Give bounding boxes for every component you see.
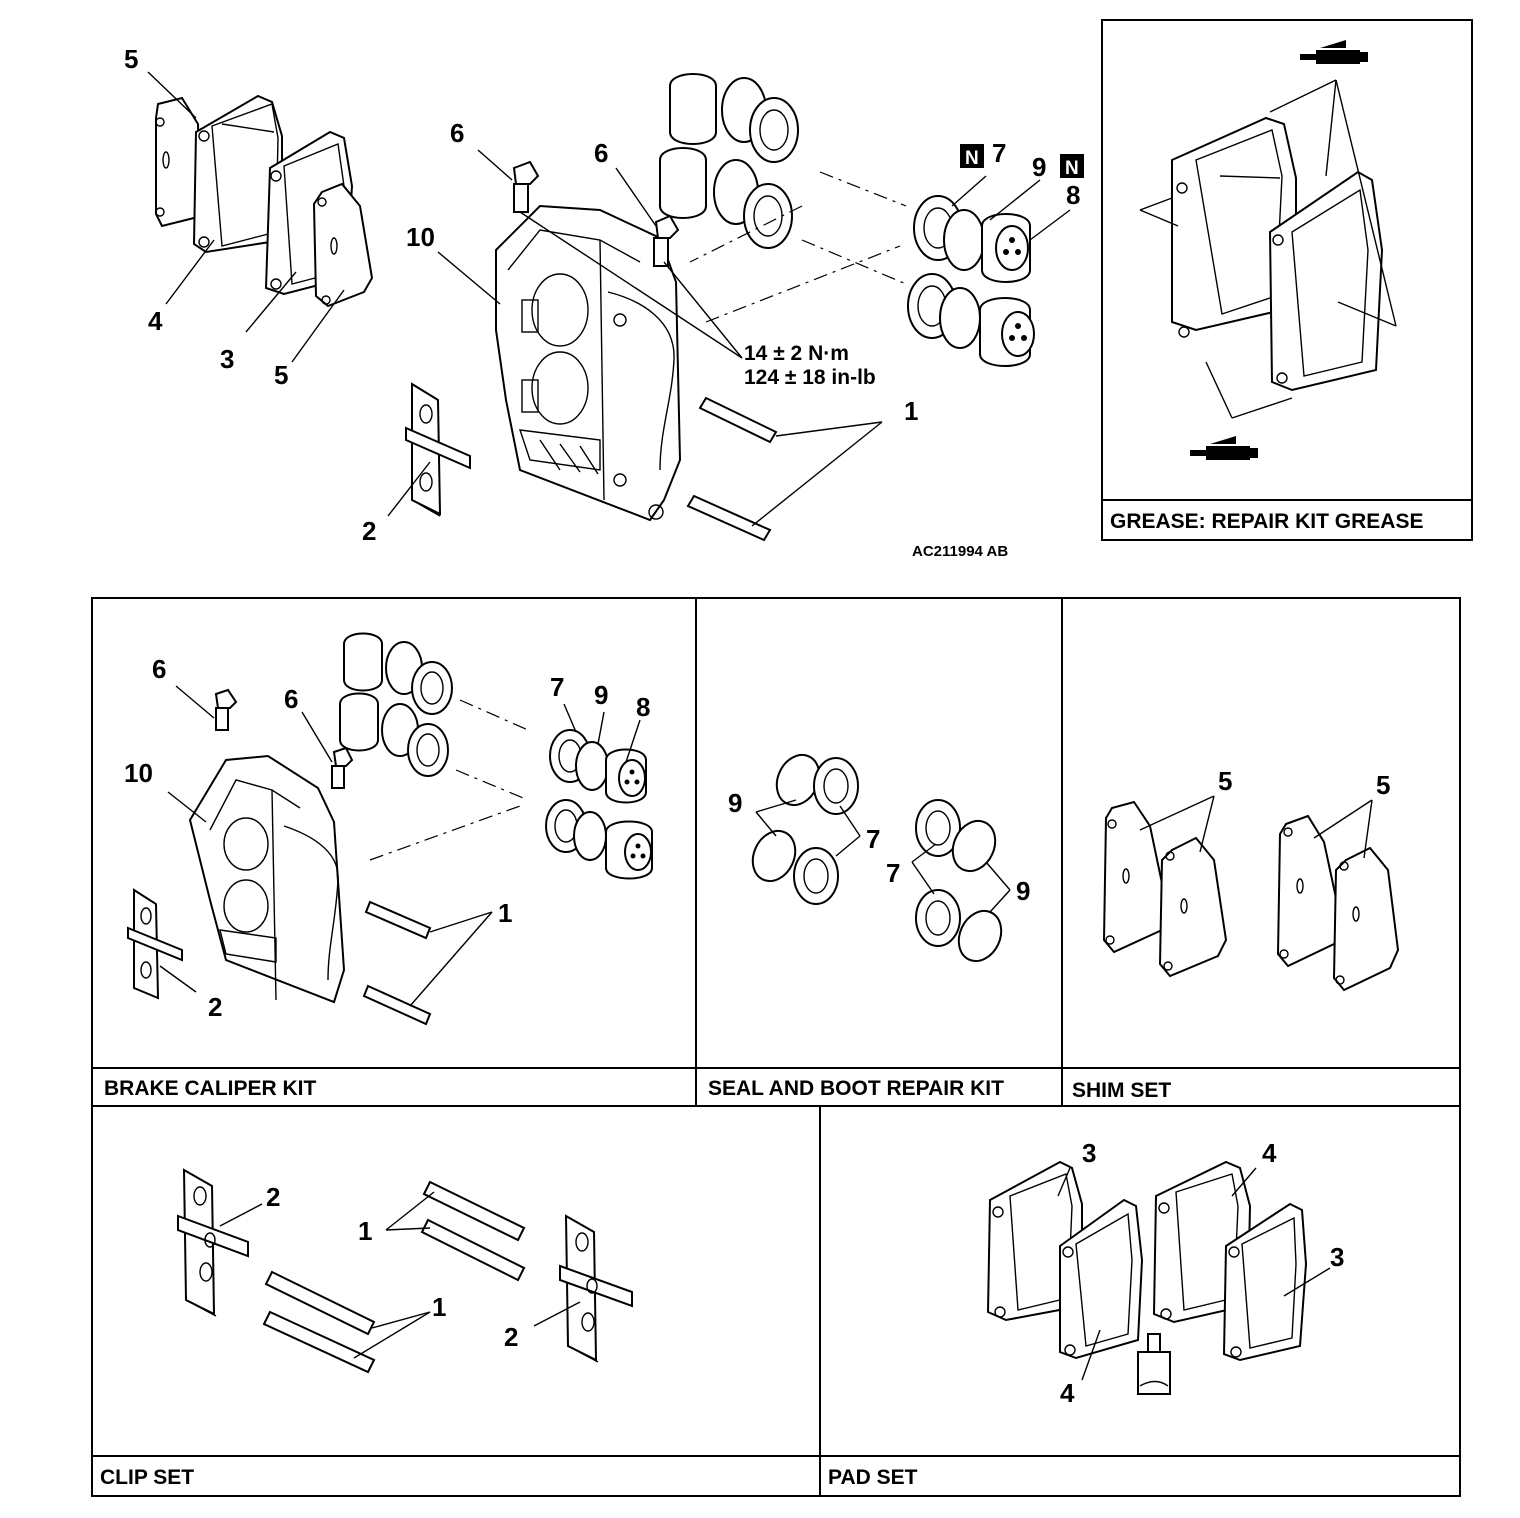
label-part-8: 8	[1066, 180, 1080, 210]
brake-caliper-kit-label: BRAKE CALIPER KIT	[104, 1077, 317, 1100]
label-part-9: 9	[728, 788, 742, 818]
clip-set-panel: 2 1 1 2 CLIP SET	[100, 1168, 633, 1489]
clip-set-label: CLIP SET	[100, 1466, 194, 1489]
kits-frame	[91, 597, 1461, 1497]
label-part-9: 9	[594, 680, 608, 710]
pad-set-panel: 3 4 3 4 PAD SET	[828, 1138, 1344, 1489]
seal-ring-piston-set	[907, 195, 1035, 367]
seal-and-boot-panel: 9 7 7 9 SEAL AND BOOT REPAIR KIT	[708, 753, 1030, 1100]
label-part-6: 6	[284, 684, 298, 714]
label-part-5: 5	[274, 360, 288, 390]
label-part-1: 1	[904, 396, 918, 426]
shim-inner-left	[312, 182, 374, 308]
brake-caliper-kit-panel: 6 6 10 2 1 7 9 8 BRAKE CALIPER KIT	[104, 632, 653, 1100]
label-part-1: 1	[432, 1292, 446, 1322]
label-part-6: 6	[450, 118, 464, 148]
pins	[686, 396, 778, 542]
piston-seal-cluster	[659, 73, 799, 249]
grease-panel: GREASE: REPAIR KIT GREASE	[1101, 19, 1473, 541]
shim-set-panel: 5 5 SHIM SET	[1072, 766, 1400, 1102]
label-part-7: 7	[992, 138, 1006, 168]
label-part-3: 3	[1330, 1242, 1344, 1272]
label-part-2: 2	[504, 1322, 518, 1352]
seal-and-boot-kit-label: SEAL AND BOOT REPAIR KIT	[708, 1077, 1004, 1100]
label-part-10: 10	[406, 222, 435, 252]
label-part-7: 7	[886, 858, 900, 888]
label-part-2: 2	[266, 1182, 280, 1212]
new-part-mark-ring: N	[1065, 158, 1079, 179]
label-part-9: 9	[1016, 876, 1030, 906]
bleeder-screws	[512, 160, 680, 267]
label-part-2: 2	[362, 516, 376, 546]
torque-imperial: 124 ± 18 in-lb	[744, 366, 876, 389]
label-part-9: 9	[1032, 152, 1046, 182]
label-part-1: 1	[358, 1216, 372, 1246]
label-part-2: 2	[208, 992, 222, 1022]
caliper-body	[495, 204, 682, 522]
torque-metric: 14 ± 2 N·m	[744, 342, 849, 365]
label-part-3: 3	[1082, 1138, 1096, 1168]
label-part-4: 4	[1060, 1378, 1075, 1408]
grease-tube-icon	[1300, 40, 1368, 64]
grease-packet-icon	[1137, 1333, 1171, 1395]
label-part-4: 4	[1262, 1138, 1277, 1168]
grease-label: GREASE: REPAIR KIT GREASE	[1110, 510, 1423, 533]
grease-tube-icon	[1190, 436, 1258, 460]
label-part-6: 6	[594, 138, 608, 168]
label-part-6: 6	[152, 654, 166, 684]
figure-code: AC211994 AB	[912, 543, 1008, 560]
label-part-10: 10	[124, 758, 153, 788]
new-part-mark-seal: N	[965, 148, 979, 169]
label-part-7: 7	[866, 824, 880, 854]
label-part-5: 5	[1218, 766, 1232, 796]
label-part-5: 5	[124, 44, 138, 74]
label-part-4: 4	[148, 306, 163, 336]
main-exploded-view: 5 4 3 5 6 6 10 2 1 7 9 8 N N 14 ± 2 N·m …	[124, 44, 1084, 560]
label-part-7: 7	[550, 672, 564, 702]
pad-set-label: PAD SET	[828, 1466, 918, 1489]
label-part-1: 1	[498, 898, 512, 928]
label-part-3: 3	[220, 344, 234, 374]
label-part-5: 5	[1376, 770, 1390, 800]
label-part-8: 8	[636, 692, 650, 722]
clip	[405, 382, 471, 517]
shim-set-label: SHIM SET	[1072, 1079, 1171, 1102]
